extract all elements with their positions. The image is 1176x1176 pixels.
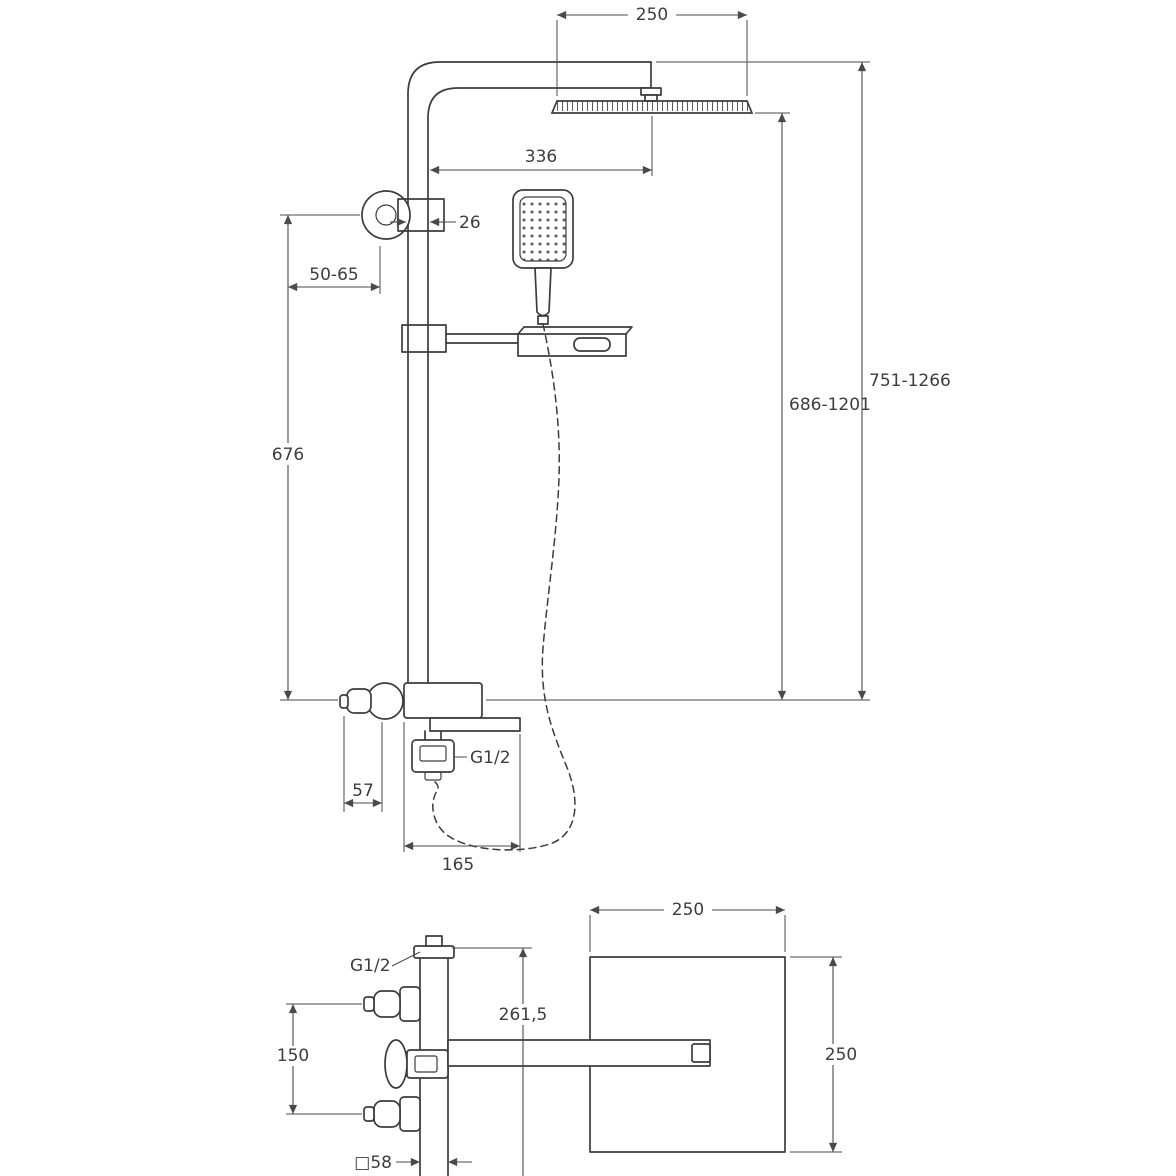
pipe-clamp	[397, 198, 445, 232]
holder-box	[406, 1049, 449, 1079]
dim-wall-offset: 50-65	[288, 246, 381, 294]
rain-head-plate	[550, 100, 754, 114]
shelf	[401, 324, 633, 357]
shelf-slot	[573, 337, 611, 352]
dim-label-total-height: 751-1266	[869, 371, 951, 391]
dim-pipe-diameter: 26	[390, 213, 481, 233]
side-view-spout	[447, 1039, 711, 1067]
dim-label-spout-height: 261,5	[499, 1005, 548, 1025]
spout	[429, 717, 521, 732]
dim-label-outlet-offset: 57	[352, 781, 374, 801]
label-outlet-thread: G1/2	[455, 748, 511, 768]
inlet-nipple	[425, 935, 443, 947]
dim-label-head-width-top: 250	[672, 900, 704, 920]
dim-arm-reach: 336	[430, 116, 653, 176]
mixer-handle	[346, 688, 372, 714]
dim-bar-height: 676	[266, 214, 360, 701]
head-stem	[640, 87, 662, 96]
riser-and-arm	[407, 61, 652, 687]
dim-label-spout-reach: 165	[442, 855, 474, 875]
inlet-union-top	[373, 990, 401, 1018]
dim-label-bar-height: 676	[272, 445, 304, 465]
dim-head-height: 686-1201	[755, 112, 871, 700]
overhead-shower-front	[550, 87, 754, 114]
wall-bracket	[361, 190, 445, 240]
dim-head-width-top: 250	[589, 899, 786, 952]
mixer-flange	[366, 682, 404, 720]
hand-shower-handle	[534, 267, 552, 317]
spout-plan	[447, 1039, 711, 1067]
outlet-holder	[411, 739, 455, 773]
dim-head-depth-top: 250	[790, 956, 864, 1153]
head-nut	[644, 94, 658, 102]
dim-inlet-spacing: 150	[271, 1003, 362, 1115]
holder-flange	[384, 1039, 408, 1089]
shelf-clamp	[401, 324, 447, 353]
dim-outlet-offset: 57	[343, 716, 383, 812]
arm-connector	[691, 1043, 711, 1063]
dim-label-arm-reach: 336	[525, 147, 557, 167]
mixer-housing	[403, 682, 483, 719]
dim-label-wall-offset: 50-65	[309, 265, 358, 285]
inlet-union-bottom	[373, 1100, 401, 1128]
dim-spout-height: 261,5	[452, 947, 551, 1176]
hose-nut	[537, 315, 549, 325]
shower-hose	[432, 323, 576, 851]
dim-label-pipe-diameter: 26	[459, 213, 481, 233]
dim-total-height: 751-1266	[486, 61, 951, 701]
dim-body-section: □58	[354, 1153, 472, 1173]
side-view-body	[363, 935, 455, 1176]
inlet-thread-label: G1/2	[350, 956, 391, 976]
hand-shower	[512, 189, 574, 325]
dim-label-inlet-spacing: 150	[277, 1046, 309, 1066]
dim-label-head-depth-top: 250	[825, 1045, 857, 1065]
mixer-body	[339, 682, 521, 781]
label-inlet-thread: G1/2	[350, 951, 421, 976]
hose-outlet	[424, 771, 442, 781]
dim-spout-reach: 165	[403, 722, 521, 875]
dim-label-body-section: □58	[354, 1153, 392, 1173]
spray-face	[519, 196, 567, 262]
dim-head-width-front: 250	[556, 4, 748, 96]
dim-label-head-width: 250	[636, 5, 668, 25]
dim-label-head-height: 686-1201	[789, 395, 871, 415]
outlet-thread-label: G1/2	[470, 748, 511, 768]
